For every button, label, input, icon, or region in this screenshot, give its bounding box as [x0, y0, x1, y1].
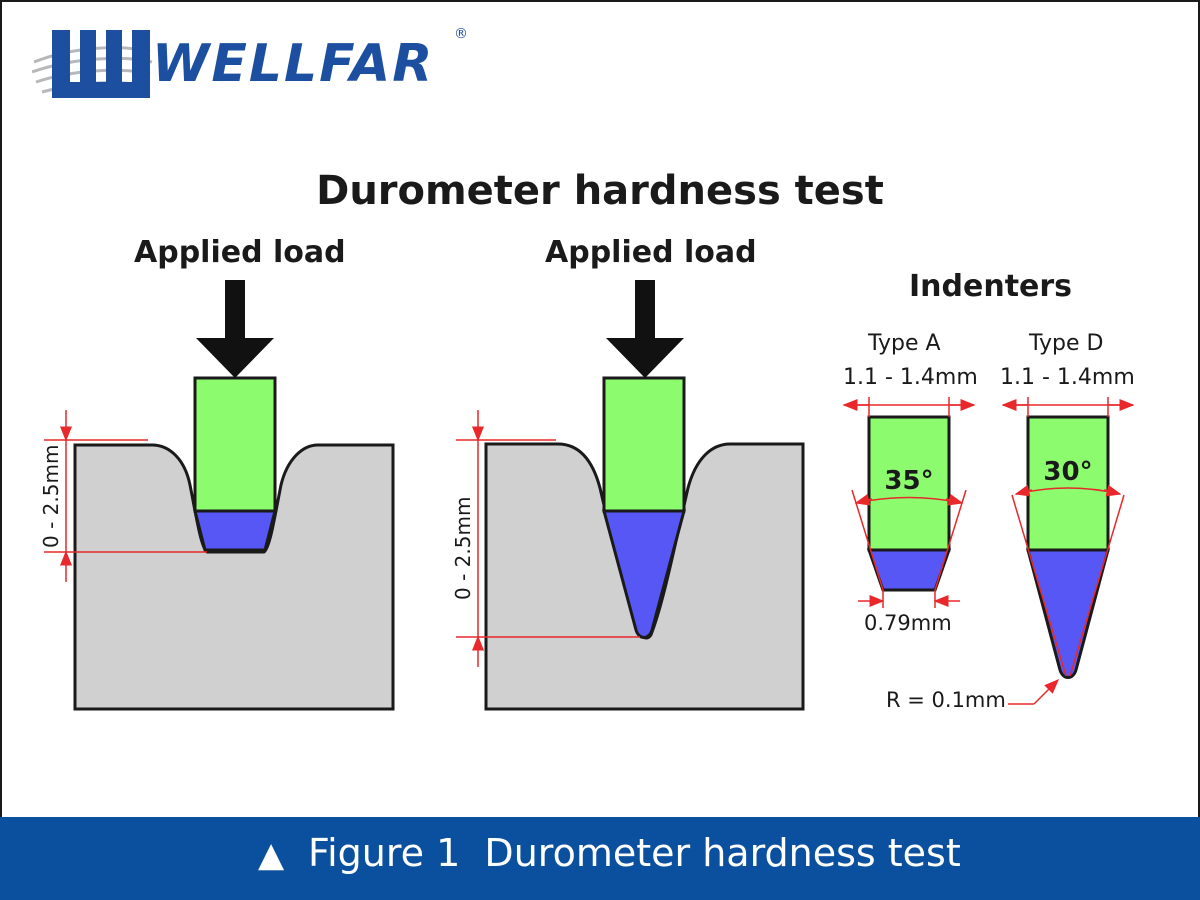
- applied-load-label-middle: Applied load: [545, 235, 757, 270]
- type-d-angle: 30°: [1043, 457, 1092, 487]
- load-arrow-middle: [606, 280, 684, 378]
- load-arrow-left: [196, 280, 274, 378]
- type-a-indenter: [866, 415, 952, 592]
- type-a-tip-width: 0.79mm: [864, 611, 952, 635]
- triangle-icon: ▲: [258, 835, 285, 875]
- diagram-title: Durometer hardness test: [316, 168, 884, 214]
- indenter-left: [193, 376, 277, 552]
- brand-wordmark: WELLFAR: [152, 34, 435, 94]
- type-a-dimensions: [842, 397, 976, 608]
- type-a-angle: 35°: [884, 466, 933, 496]
- applied-load-label-left: Applied load: [134, 235, 346, 270]
- indenters-heading: Indenters: [909, 269, 1073, 304]
- depth-dimension-left: [44, 410, 207, 582]
- type-a-name: Type A: [868, 331, 941, 356]
- type-d-dimensions: [1001, 397, 1135, 705]
- type-d-radius: R = 0.1mm: [886, 688, 1006, 712]
- wellfar-logo: [32, 30, 153, 98]
- type-a-diameter: 1.1 - 1.4mm: [843, 365, 978, 390]
- caption-bar: ▲ Figure 1 Durometer hardness test: [0, 817, 1200, 900]
- depth-label-middle: 0 - 2.5mm: [451, 497, 475, 600]
- depth-label-left: 0 - 2.5mm: [39, 445, 63, 548]
- depth-dimension-middle: [456, 410, 640, 667]
- figure-caption: Figure 1 Durometer hardness test: [308, 831, 961, 875]
- durometer-diagram: 0 - 2.5mm 0 - 2.5mm 35: [39, 280, 1135, 711]
- type-d-indenter: [1026, 415, 1110, 679]
- registered-mark: ®: [454, 26, 468, 42]
- type-d-name: Type D: [1029, 331, 1104, 356]
- type-d-diameter: 1.1 - 1.4mm: [1000, 365, 1135, 390]
- specimen-left: [73, 443, 395, 711]
- indenter-middle: [602, 376, 686, 639]
